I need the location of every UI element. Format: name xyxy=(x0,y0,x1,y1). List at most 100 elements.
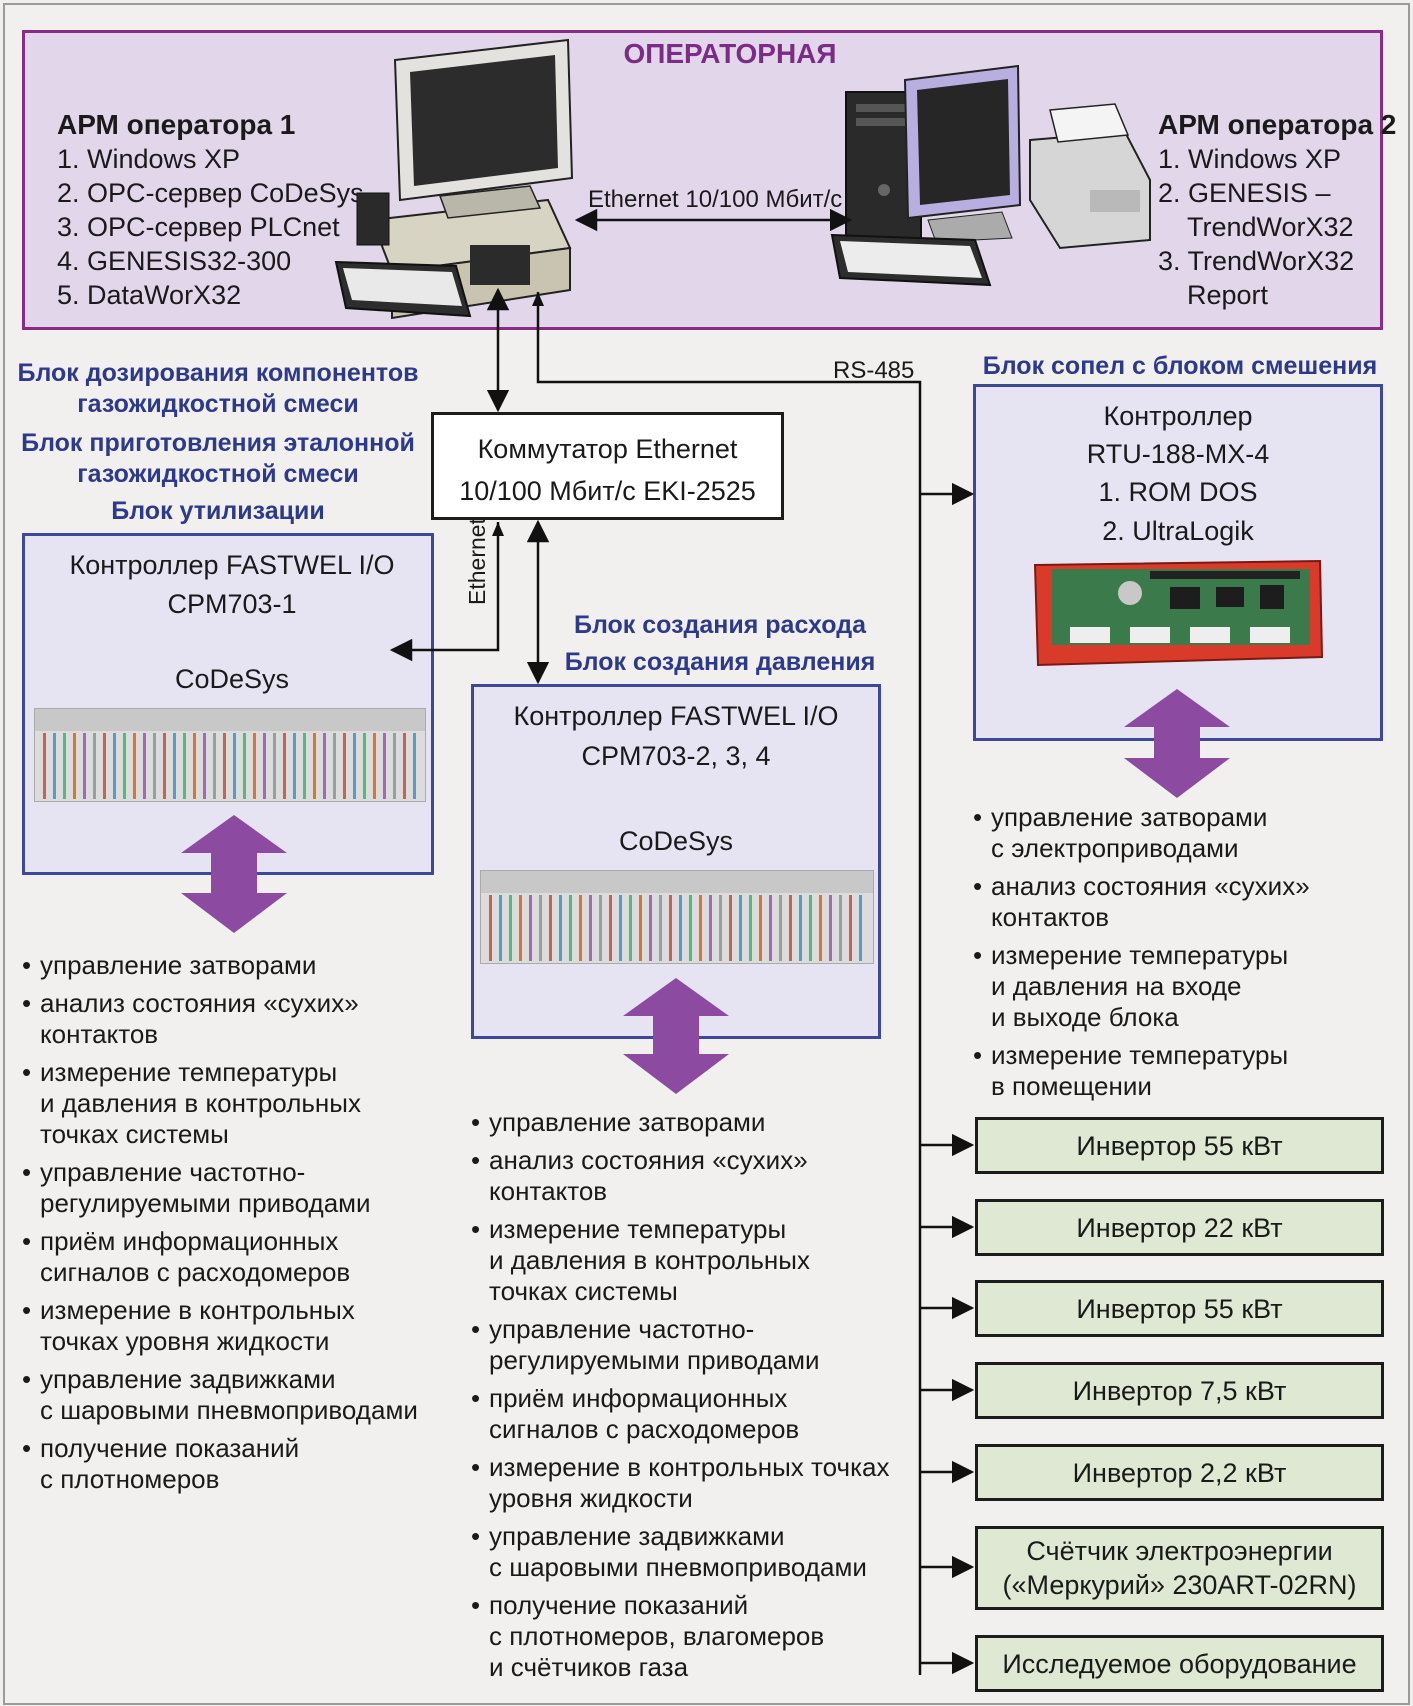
arm2-item: 2. GENESIS – xyxy=(1158,178,1331,208)
right-bullet: анализ состояния «сухих» контактов xyxy=(973,871,1393,933)
plc-wire xyxy=(173,733,176,799)
arm1-item: 2. OPC-сервер CoDeSys xyxy=(57,178,364,208)
right-bullets: управление затворами с электроприводами … xyxy=(973,802,1393,1109)
plc-wire xyxy=(353,733,356,799)
plc-wire xyxy=(809,895,812,961)
plc-wire xyxy=(649,895,652,961)
plc-wire xyxy=(113,733,116,799)
plc-wire xyxy=(679,895,682,961)
device-box: Инвертор 55 кВт xyxy=(975,1280,1384,1337)
plc-wire xyxy=(133,733,136,799)
plc-wire xyxy=(779,895,782,961)
rtu-board-image xyxy=(1030,557,1326,669)
arm1-title: АРМ оператора 1 xyxy=(57,109,296,140)
left-bullet: приём информационных сигналов с расходом… xyxy=(22,1226,442,1288)
plc-wire xyxy=(689,895,692,961)
middle-bullet: измерение температуры и давления в контр… xyxy=(471,1214,911,1307)
device-box: Инвертор 22 кВт xyxy=(975,1199,1384,1256)
plc-wire xyxy=(53,733,56,799)
device-box: Инвертор 2,2 кВт xyxy=(975,1444,1384,1501)
plc-wire xyxy=(63,733,66,799)
middle-controller-name: Контроллер FASTWEL I/O xyxy=(513,701,839,731)
device-box: Исследуемое оборудование xyxy=(975,1635,1384,1692)
plc-wire xyxy=(333,733,336,799)
plc-wire xyxy=(83,733,86,799)
plc-wire xyxy=(413,733,416,799)
plc-module-image xyxy=(34,708,426,802)
arm2-item: 3. TrendWorX32 xyxy=(1158,246,1355,276)
plc-wire xyxy=(143,733,146,799)
plc-wire xyxy=(489,895,492,961)
plc-wire xyxy=(839,895,842,961)
plc-wire xyxy=(223,733,226,799)
arm1-item: 3. OPC-сервер PLCnet xyxy=(57,212,340,242)
ethernet-vertical-label: Ethernet xyxy=(464,518,490,605)
middle-bullet: управление частотно- регулируемыми приво… xyxy=(471,1314,911,1376)
left-bullet: управление частотно- регулируемыми приво… xyxy=(22,1157,442,1219)
plc-wire xyxy=(403,733,406,799)
plc-wire xyxy=(819,895,822,961)
rs485-label: RS-485 xyxy=(833,357,915,384)
operator-room xyxy=(22,30,1383,330)
plc-module-image xyxy=(480,870,874,964)
plc-wire xyxy=(243,733,246,799)
left-controller-box xyxy=(22,533,434,875)
right-controller-line: 1. ROM DOS xyxy=(1098,477,1258,507)
device-box: Счётчик электроэнергии («Меркурий» 230AR… xyxy=(975,1526,1384,1610)
plc-wire xyxy=(829,895,832,961)
plc-wire xyxy=(589,895,592,961)
arm1-item: 5. DataWorX32 xyxy=(57,280,242,310)
plc-wire xyxy=(669,895,672,961)
plc-wire xyxy=(283,733,286,799)
plc-wire xyxy=(253,733,256,799)
left-header-1: Блок дозирования компонентов xyxy=(17,359,419,387)
plc-wire xyxy=(769,895,772,961)
plc-wire xyxy=(383,733,386,799)
middle-bullet: анализ состояния «сухих» контактов xyxy=(471,1145,911,1207)
right-bullet: измерение температуры и давления на вход… xyxy=(973,940,1393,1033)
left-header-4: газожидкостной смеси xyxy=(77,460,359,488)
middle-header-2: Блок создания давления xyxy=(564,648,876,676)
plc-wire xyxy=(73,733,76,799)
plc-wire xyxy=(569,895,572,961)
plc-wire xyxy=(499,895,502,961)
right-bullet: управление затворами с электроприводами xyxy=(973,802,1393,864)
plc-wire xyxy=(579,895,582,961)
arm1-item: 1. Windows XP xyxy=(57,144,241,174)
middle-controller-model: CPM703-2, 3, 4 xyxy=(581,741,771,771)
plc-wire xyxy=(549,895,552,961)
plc-wire xyxy=(233,733,236,799)
right-controller-line: 2. UltraLogik xyxy=(1102,516,1254,546)
plc-wire xyxy=(849,895,852,961)
switch-line1: Коммутатор Ethernet xyxy=(477,434,738,464)
left-bullet: измерение температуры и давления в контр… xyxy=(22,1057,442,1150)
device-box: Инвертор 7,5 кВт xyxy=(975,1362,1384,1419)
plc-wire xyxy=(619,895,622,961)
plc-wire xyxy=(539,895,542,961)
plc-wire xyxy=(529,895,532,961)
arm2-item: TrendWorX32 xyxy=(1187,212,1354,242)
plc-wire xyxy=(93,733,96,799)
plc-wire xyxy=(193,733,196,799)
plc-wire xyxy=(293,733,296,799)
left-header-3: Блок приготовления эталонной xyxy=(21,429,415,457)
plc-wire xyxy=(759,895,762,961)
middle-bullet: измерение в контрольных точках уровня жи… xyxy=(471,1452,911,1514)
plc-wire xyxy=(313,733,316,799)
right-header: Блок сопел с блоком смешения xyxy=(982,352,1378,380)
plc-wire xyxy=(213,733,216,799)
plc-wire xyxy=(739,895,742,961)
plc-wire xyxy=(789,895,792,961)
arm2-item: Report xyxy=(1187,280,1269,310)
plc-wire xyxy=(153,733,156,799)
middle-bullet: приём информационных сигналов с расходом… xyxy=(471,1383,911,1445)
middle-header-1: Блок создания расхода xyxy=(573,611,867,639)
switch-line2: 10/100 Мбит/с EKI-2525 xyxy=(459,476,756,506)
device-box: Инвертор 55 кВт xyxy=(975,1117,1384,1174)
plc-wire xyxy=(639,895,642,961)
right-bullet: измерение температуры в помещении xyxy=(973,1040,1393,1102)
plc-wire xyxy=(599,895,602,961)
left-bullet: измерение в контрольных точках уровня жи… xyxy=(22,1295,442,1357)
plc-wire xyxy=(629,895,632,961)
arm2-item: 1. Windows XP xyxy=(1158,144,1342,174)
